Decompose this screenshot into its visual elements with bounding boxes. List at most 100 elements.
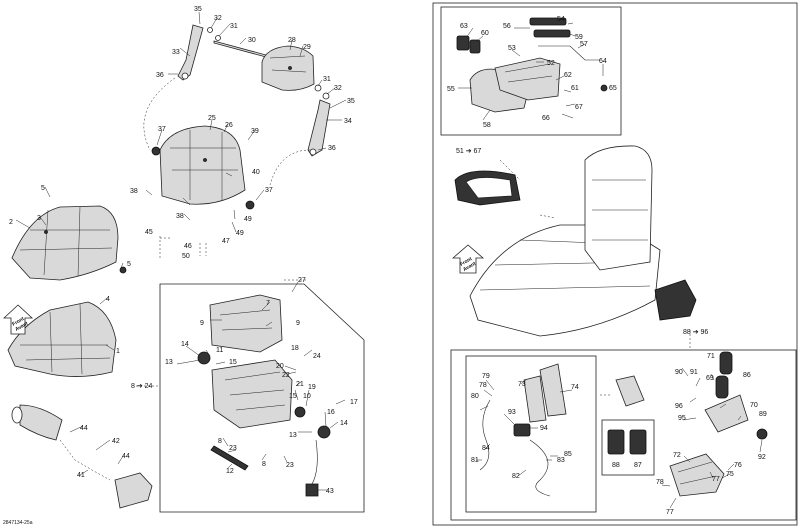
- cable-43: [311, 439, 318, 485]
- switch-87: [629, 429, 647, 455]
- heater-pocket: [654, 279, 697, 321]
- front-arrow-left-text: Front: [11, 316, 25, 328]
- callout-25: 25: [208, 115, 216, 122]
- callout-32b: 32: [334, 85, 342, 92]
- callout-13b: 13: [289, 432, 297, 439]
- callout-9: 9: [200, 320, 204, 327]
- harness-left: [479, 399, 491, 471]
- callout-45: 45: [145, 229, 153, 236]
- callout-81: 81: [471, 457, 479, 464]
- callout-90: 90: [675, 369, 683, 376]
- callout-42: 42: [112, 438, 120, 445]
- knob-92: [756, 428, 768, 440]
- main-backrest: [584, 145, 653, 271]
- callout-46: 46: [184, 243, 192, 250]
- callout-29: 29: [303, 44, 311, 51]
- dashed-guides: [136, 159, 691, 396]
- heater-unit-72: [669, 453, 725, 497]
- callout-15b: 15: [289, 393, 297, 400]
- grip-86: [715, 375, 729, 399]
- callout-58: 58: [483, 122, 491, 129]
- callout-52: 52: [547, 60, 555, 67]
- knob-13: [317, 425, 331, 439]
- washer-32b: [322, 92, 330, 100]
- callout-93: 93: [508, 409, 516, 416]
- callout-86: 86: [743, 372, 751, 379]
- cable-end-43: [305, 483, 319, 497]
- callout-51-67: 51 ➔ 67: [456, 148, 481, 155]
- callout-49: 49: [244, 216, 252, 223]
- callout-8b: 8: [262, 461, 266, 468]
- callout-35b: 35: [347, 98, 355, 105]
- switch-88: [607, 429, 625, 455]
- callout-92: 92: [758, 454, 766, 461]
- front-arrow-right-text: Front: [459, 256, 473, 268]
- backrest-frame-top: [494, 57, 561, 101]
- callout-23: 23: [229, 445, 237, 452]
- callout-44: 44: [80, 425, 88, 432]
- callout-20: 20: [276, 363, 284, 370]
- callout-50: 50: [182, 253, 190, 260]
- callout-72: 72: [673, 452, 681, 459]
- callout-36b: 36: [328, 145, 336, 152]
- callout-87: 87: [634, 462, 642, 469]
- callout-labels: 35 32 31 30 33 36 28 29 31 32 35 34 36 3…: [9, 6, 767, 516]
- nut-65: [600, 84, 608, 92]
- hand-grip-heated: [454, 170, 521, 206]
- callout-12: 12: [226, 468, 234, 475]
- callout-31b: 31: [323, 76, 331, 83]
- callout-73: 73: [518, 381, 526, 388]
- callout-61: 61: [571, 85, 579, 92]
- callout-7: 7: [266, 300, 270, 307]
- callout-56: 56: [503, 23, 511, 30]
- callout-37b: 37: [265, 187, 273, 194]
- callout-88: 88: [612, 462, 620, 469]
- callout-8: 8: [218, 438, 222, 445]
- callout-84: 84: [482, 445, 490, 452]
- callout-40: 40: [252, 169, 260, 176]
- wire-57: [538, 45, 600, 61]
- callout-49b: 49: [236, 230, 244, 237]
- callout-32: 32: [214, 15, 222, 22]
- callout-15: 15: [229, 359, 237, 366]
- callout-63: 63: [460, 23, 468, 30]
- front-arrow-right: Front Avant: [451, 244, 485, 274]
- leader-lines: [15, 11, 763, 509]
- callout-66: 66: [542, 115, 550, 122]
- front-arrow-left: Front Avant: [2, 304, 34, 335]
- callout-91: 91: [690, 369, 698, 376]
- wiring-detail-frame: [465, 355, 597, 513]
- callout-11: 11: [216, 347, 223, 354]
- callout-55: 55: [447, 86, 455, 93]
- callout-3: 3: [37, 215, 41, 222]
- callout-96: 96: [675, 403, 683, 410]
- callout-33: 33: [172, 49, 180, 56]
- callout-34: 34: [344, 118, 352, 125]
- backrest-detail-frame: [440, 6, 622, 136]
- callout-38: 38: [130, 188, 138, 195]
- module-93: [513, 423, 531, 437]
- callout-95: 95: [678, 415, 686, 422]
- callout-65: 65: [609, 85, 617, 92]
- dash-bracket-left: [143, 77, 176, 151]
- callout-80: 80: [471, 393, 479, 400]
- grommet-37b: [245, 200, 255, 210]
- callout-18: 18: [291, 345, 299, 352]
- callout-36: 36: [156, 72, 164, 79]
- callout-83: 83: [557, 457, 565, 464]
- seat-base: [7, 301, 117, 377]
- callout-43: 43: [326, 488, 334, 495]
- gear-15b: [294, 406, 306, 418]
- mechanism-detail-frame: [159, 283, 365, 513]
- backrest-bracket-right: [307, 99, 331, 157]
- strap-59: [533, 29, 571, 38]
- callout-28: 28: [288, 37, 296, 44]
- callout-67: 67: [575, 104, 583, 111]
- backrest-mechanism-housing: [209, 294, 283, 353]
- dash-bracket-right: [269, 149, 311, 186]
- clip-63: [456, 35, 470, 51]
- callout-89: 89: [759, 411, 767, 418]
- callout-78b: 78: [479, 382, 487, 389]
- callout-38b: 38: [176, 213, 184, 220]
- callout-53: 53: [508, 45, 516, 52]
